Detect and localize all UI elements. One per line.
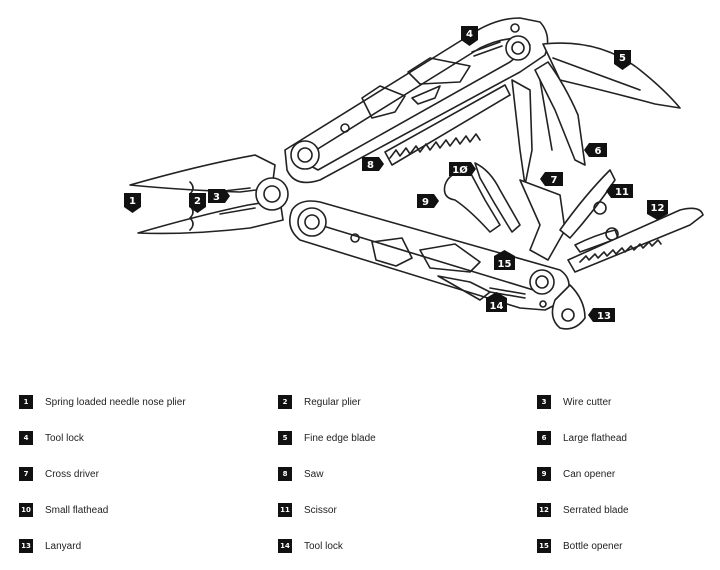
callout-12: 12 — [647, 200, 668, 220]
lanyard-ring — [551, 284, 586, 330]
upper-handle — [284, 17, 549, 184]
legend-item-4: 4 Tool lock — [19, 430, 84, 446]
lower-handle — [289, 200, 570, 311]
legend-badge: 4 — [19, 431, 33, 445]
svg-text:2: 2 — [194, 196, 201, 207]
legend-label: Wire cutter — [563, 396, 612, 408]
callout-1: 1 — [124, 193, 141, 213]
svg-text:1: 1 — [129, 196, 136, 207]
svg-text:1Ø: 1Ø — [452, 164, 468, 176]
callout-9: 9 — [417, 194, 439, 208]
svg-text:13: 13 — [597, 311, 611, 322]
fine-edge-blade — [542, 42, 681, 109]
drivers — [511, 61, 586, 186]
legend-label: Saw — [304, 468, 324, 480]
legend-badge: 3 — [537, 395, 551, 409]
legend-badge: 9 — [537, 467, 551, 481]
callout-8: 8 — [362, 157, 384, 171]
callout-4: 4 — [461, 26, 478, 46]
legend-item-14: 14 Tool lock — [278, 538, 343, 554]
svg-text:12: 12 — [651, 203, 665, 214]
legend-label: Tool lock — [45, 432, 84, 444]
legend-badge: 11 — [278, 503, 292, 517]
small-tools — [443, 162, 619, 261]
callout-6: 6 — [584, 143, 607, 157]
legend-label: Scissor — [304, 504, 337, 516]
legend-item-8: 8 Saw — [278, 466, 323, 482]
callout-14: 14 — [486, 292, 507, 312]
legend-badge: 8 — [278, 467, 292, 481]
pliers — [129, 154, 289, 235]
legend-item-5: 5 Fine edge blade — [278, 430, 376, 446]
serrated-blade — [567, 207, 704, 273]
legend-label: Fine edge blade — [304, 432, 376, 444]
callout-10: 1Ø — [449, 162, 476, 176]
legend-item-10: 10 Small flathead — [19, 502, 108, 518]
legend-item-12: 12 Serrated blade — [537, 502, 629, 518]
legend-label: Spring loaded needle nose plier — [45, 396, 186, 408]
callout-2: 2 — [189, 193, 206, 213]
svg-text:9: 9 — [422, 197, 429, 208]
legend-badge: 2 — [278, 395, 292, 409]
callout-3: 3 — [208, 189, 230, 203]
legend-label: Regular plier — [304, 396, 361, 408]
saw — [384, 84, 511, 166]
legend-item-11: 11 Scissor — [278, 502, 337, 518]
legend-badge: 7 — [19, 467, 33, 481]
callout-5: 5 — [614, 50, 631, 70]
legend-badge: 1 — [19, 395, 33, 409]
legend-badge: 15 — [537, 539, 551, 553]
legend-label: Cross driver — [45, 468, 99, 480]
callout-15: 15 — [494, 250, 515, 270]
legend: 1 Spring loaded needle nose plier 2 Regula… — [0, 388, 720, 564]
legend-label: Lanyard — [45, 540, 82, 552]
legend-item-7: 7 Cross driver — [19, 466, 99, 482]
legend-item-3: 3 Wire cutter — [537, 394, 611, 410]
svg-text:5: 5 — [619, 53, 626, 64]
legend-item-9: 9 Can opener — [537, 466, 615, 482]
callout-7: 7 — [540, 172, 563, 186]
legend-label: Serrated blade — [563, 504, 629, 516]
legend-label: Tool lock — [304, 540, 343, 552]
legend-item-15: 15 Bottle opener — [537, 538, 623, 554]
legend-badge: 12 — [537, 503, 551, 517]
diagram-callouts: 1 2 3 4 5 6 7 8 1Ø 9 11 12 15 14 13 — [124, 26, 668, 322]
multitool-diagram: 1 2 3 4 5 6 7 8 1Ø 9 11 12 15 14 13 — [124, 17, 704, 330]
legend-badge: 14 — [278, 539, 292, 553]
legend-label: Can opener — [563, 468, 616, 480]
legend-badge: 10 — [19, 503, 33, 517]
legend-item-2: 2 Regular plier — [278, 394, 361, 410]
svg-text:15: 15 — [498, 259, 512, 270]
legend-badge: 5 — [278, 431, 292, 445]
svg-text:6: 6 — [595, 146, 602, 157]
legend-label: Small flathead — [45, 504, 109, 516]
svg-text:7: 7 — [551, 175, 558, 186]
svg-text:14: 14 — [490, 301, 504, 312]
svg-text:11: 11 — [615, 187, 629, 198]
legend-item-6: 6 Large flathead — [537, 430, 627, 446]
legend-item-13: 13 Lanyard — [19, 538, 81, 554]
legend-badge: 13 — [19, 539, 33, 553]
svg-text:4: 4 — [466, 29, 473, 40]
callout-13: 13 — [588, 308, 615, 322]
legend-label: Bottle opener — [563, 540, 623, 552]
legend-item-1: 1 Spring loaded needle nose plier — [19, 394, 186, 410]
svg-text:8: 8 — [367, 160, 374, 171]
legend-label: Large flathead — [563, 432, 627, 444]
legend-badge: 6 — [537, 431, 551, 445]
callout-11: 11 — [606, 184, 633, 198]
svg-text:3: 3 — [213, 192, 220, 203]
